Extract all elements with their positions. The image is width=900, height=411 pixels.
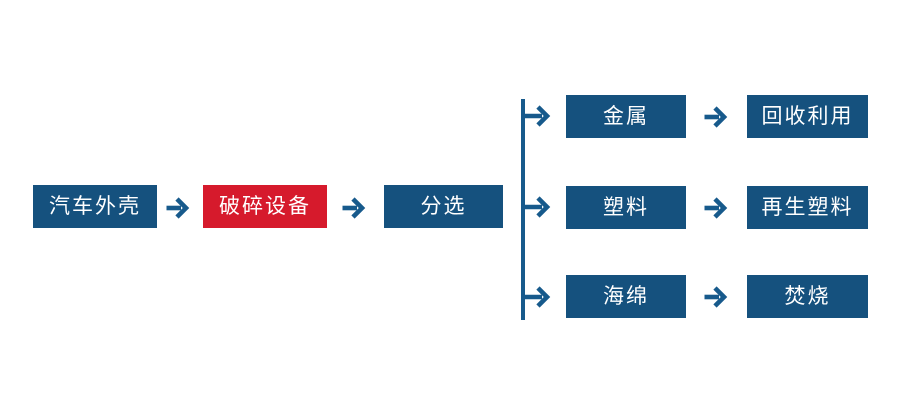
arrow-right-icon xyxy=(704,106,728,128)
branch-trunk-line xyxy=(521,99,525,320)
arrow-right-icon xyxy=(342,197,366,219)
arrow-right-icon xyxy=(704,197,728,219)
node-incineration: 焚烧 xyxy=(747,275,868,318)
branch-arrow-icon xyxy=(523,196,551,218)
node-car-shell: 汽车外壳 xyxy=(33,185,157,228)
branch-arrow-icon xyxy=(523,105,551,127)
node-sponge: 海绵 xyxy=(566,275,686,318)
arrow-right-icon xyxy=(704,286,728,308)
arrow-right-icon xyxy=(166,197,190,219)
node-recycling: 回收利用 xyxy=(747,95,868,138)
branch-arrow-icon xyxy=(523,286,551,308)
node-metal: 金属 xyxy=(566,95,686,138)
node-recycled-plastic: 再生塑料 xyxy=(747,186,868,229)
node-sorting: 分选 xyxy=(384,185,503,228)
node-plastic: 塑料 xyxy=(566,186,686,229)
node-crushing-equipment: 破碎设备 xyxy=(203,185,327,228)
